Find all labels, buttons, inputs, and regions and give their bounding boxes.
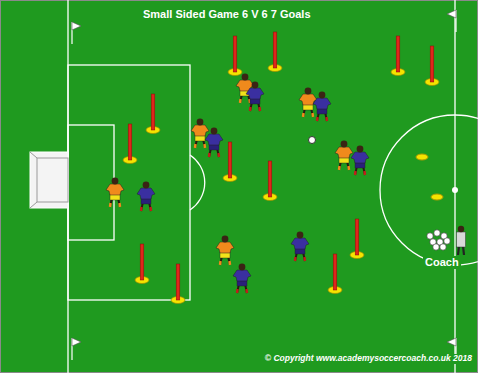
pitch-lines — [68, 0, 478, 373]
ball — [444, 238, 450, 244]
pole — [123, 124, 137, 164]
player — [191, 119, 209, 148]
corner-flags — [72, 10, 456, 360]
ball — [433, 244, 439, 250]
pole — [425, 46, 439, 86]
centre-cones — [416, 154, 443, 200]
corner-flag — [72, 338, 81, 360]
player — [233, 264, 251, 293]
pole — [171, 264, 185, 304]
player — [246, 82, 264, 111]
pole — [263, 161, 277, 201]
pole — [350, 219, 364, 259]
corner-flag — [447, 10, 456, 32]
coach-figure — [457, 226, 466, 255]
pole — [391, 36, 405, 76]
copyright-note: © Copyright www.academysoccercoach.co.uk… — [263, 354, 474, 364]
goal — [30, 152, 68, 208]
pole — [223, 142, 237, 182]
pole — [328, 254, 342, 294]
ball — [434, 230, 440, 236]
pole — [268, 32, 282, 72]
player — [205, 128, 223, 157]
coach-label: Coach — [423, 256, 461, 269]
player — [335, 141, 353, 170]
ball-stack — [427, 226, 466, 255]
centre-spot — [452, 187, 458, 193]
diagram-title: Small Sided Game 6 V 6 7 Goals — [143, 8, 311, 21]
player — [137, 182, 155, 211]
pole — [135, 244, 149, 284]
player — [351, 146, 369, 175]
player — [291, 232, 309, 261]
ball — [309, 137, 316, 144]
pole-goals — [123, 32, 439, 304]
player — [216, 236, 234, 265]
ball — [440, 244, 446, 250]
pole — [228, 36, 242, 76]
corner-flag — [72, 22, 81, 44]
player — [313, 92, 331, 121]
player — [106, 178, 124, 207]
ball — [427, 233, 433, 239]
pole — [146, 94, 160, 134]
players — [106, 74, 369, 293]
